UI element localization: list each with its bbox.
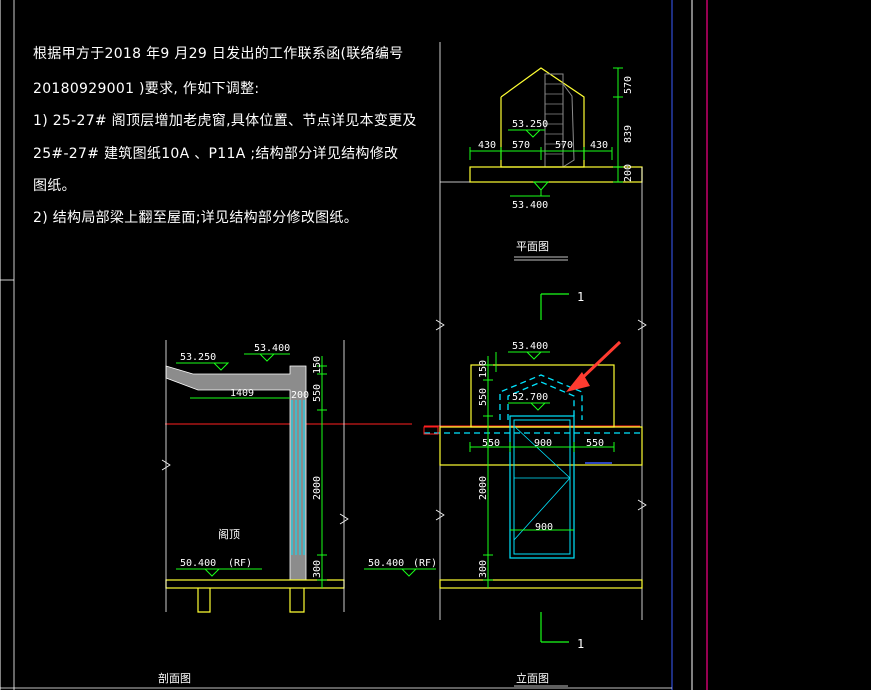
- elevation-dim-900: 900: [534, 438, 552, 449]
- note-line-2: 20180929001 )要求, 作如下调整:: [33, 81, 260, 97]
- rf-marker-middle: 50.400 (RF): [364, 558, 437, 577]
- section-elev-top: 53.400: [254, 343, 290, 354]
- elevation-elev-top: 53.400: [512, 341, 548, 352]
- drawing-frame: [0, 0, 708, 690]
- plan-dim-v-200: 200: [623, 164, 634, 182]
- section-dim-v-550: 550: [312, 384, 323, 402]
- section-dim-1409: 1409: [230, 388, 254, 399]
- section-dim-200: 200: [291, 390, 309, 401]
- middle-rf-tag: (RF): [413, 558, 437, 569]
- annotation-arrow: [566, 340, 622, 392]
- section-dim-v-2000: 2000: [312, 476, 323, 500]
- elevation-title: 立面图: [516, 671, 549, 685]
- elevation-dim-900-bottom: 900: [535, 522, 553, 533]
- elevation-dim-550b: 550: [586, 438, 604, 449]
- plan-dim-570a: 570: [512, 140, 530, 151]
- section-room-label: 阁顶: [218, 527, 240, 541]
- cut-mark-bottom: 1: [577, 637, 584, 651]
- note-line-5: 图纸。: [33, 178, 76, 194]
- elevation-view: 53.400 52.700 550 900 550 900: [423, 341, 647, 687]
- elevation-elev-window: 52.700: [512, 392, 548, 403]
- plan-dim-v-570: 570: [623, 76, 634, 94]
- section-elev-rf: 50.400: [180, 558, 216, 569]
- section-dim-v-150: 150: [312, 356, 323, 374]
- plan-dim-v-839: 839: [623, 125, 634, 143]
- plan-dim-430b: 430: [590, 140, 608, 151]
- elevation-dim-550a: 550: [482, 438, 500, 449]
- plan-title: 平面图: [516, 240, 549, 253]
- plan-dim-570b: 570: [555, 140, 573, 151]
- cut-mark-top: 1: [577, 290, 584, 304]
- plan-elev-floor: 53.400: [512, 200, 548, 211]
- plan-view: 430 570 570 430 53.250 53.400 570 839 20…: [435, 42, 647, 620]
- elevation-dim-v-150: 150: [478, 360, 489, 378]
- elevation-dim-v-2000: 2000: [478, 476, 489, 500]
- section-view: 53.400 53.250 1409 200 150 550 2000 300 …: [158, 340, 349, 685]
- note-line-3: 1) 25-27# 阁顶层增加老虎窗,具体位置、节点详见本变更及: [33, 113, 417, 129]
- note-line-6: 2) 结构局部梁上翻至屋面;详见结构部分修改图纸。: [33, 210, 359, 226]
- cut-marks: 1 1: [540, 290, 584, 651]
- elevation-dim-v-550: 550: [478, 388, 489, 406]
- note-line-4: 25#-27# 建筑图纸10A 、P11A ;结构部分详见结构修改: [33, 146, 399, 162]
- note-line-1: 根据甲方于2018 年9 月29 日发出的工作联系函(联络编号: [33, 46, 404, 62]
- elevation-dim-v-300: 300: [478, 560, 489, 578]
- plan-dim-430a: 430: [478, 140, 496, 151]
- plan-elev-ridge: 53.250: [512, 119, 548, 130]
- section-rf-tag: (RF): [228, 558, 252, 569]
- middle-elev-rf: 50.400: [368, 558, 404, 569]
- section-dim-v-300: 300: [312, 560, 323, 578]
- section-elev-left: 53.250: [180, 352, 216, 363]
- section-title: 剖面图: [158, 671, 191, 685]
